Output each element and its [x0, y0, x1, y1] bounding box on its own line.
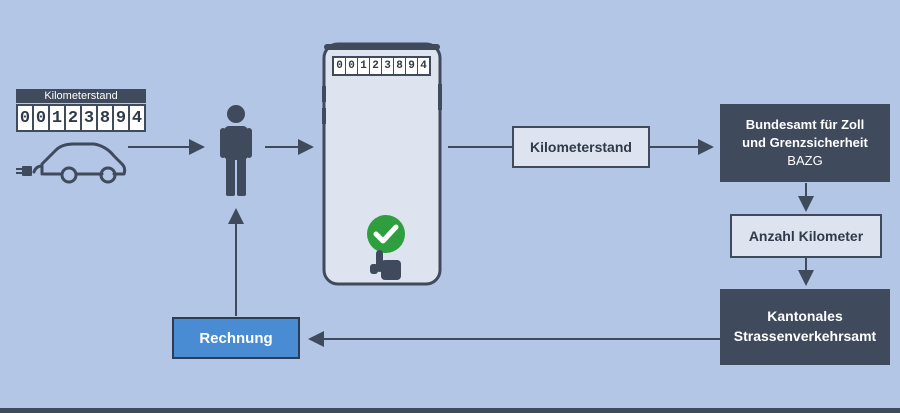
- phone-odometer-digits: 0 0 1 2 3 8 9 4: [332, 56, 431, 76]
- electric-car-icon: [16, 142, 127, 184]
- phone-odometer-digit: 4: [418, 58, 429, 74]
- bazg-abbreviation: BAZG: [787, 153, 823, 169]
- odometer-digit: 4: [130, 106, 144, 130]
- bottom-border: [0, 408, 900, 413]
- odometer-digit: 2: [66, 106, 80, 130]
- strassenverkehrsamt-box: Kantonales Strassenverkehrsamt: [720, 289, 890, 365]
- tap-hand-icon: [370, 250, 401, 280]
- bazg-name-line2: und Grenzsicherheit: [742, 134, 868, 150]
- kanton-line2: Strassenverkehrsamt: [733, 328, 877, 344]
- odometer-label: Kilometerstand: [16, 89, 146, 103]
- smartphone-icon: [322, 42, 442, 286]
- odometer-digit: 0: [18, 106, 32, 130]
- odometer-digits: 0 0 1 2 3 8 9 4: [16, 104, 146, 132]
- odometer-digit: 9: [114, 106, 128, 130]
- phone-odometer-digit: 8: [394, 58, 405, 74]
- kilometerstand-box: Kilometerstand: [512, 126, 650, 168]
- phone-odometer-digit: 3: [382, 58, 393, 74]
- phone-odometer-digit: 0: [346, 58, 357, 74]
- phone-odometer-digit: 2: [370, 58, 381, 74]
- anzahl-kilometer-box: Anzahl Kilometer: [730, 214, 882, 258]
- phone-odometer-digit: 1: [358, 58, 369, 74]
- odometer-digit: 1: [50, 106, 64, 130]
- phone-odometer-digit: 9: [406, 58, 417, 74]
- bazg-name-line1: Bundesamt für Zoll: [745, 116, 865, 132]
- odometer-digit: 8: [98, 106, 112, 130]
- kanton-line1: Kantonales: [767, 308, 843, 325]
- odometer-digit: 0: [34, 106, 48, 130]
- odometer-digit: 3: [82, 106, 96, 130]
- checkmark-icon: [367, 215, 405, 253]
- confirm-tap-icon: [367, 215, 405, 280]
- bazg-box: Bundesamt für Zoll und Grenzsicherheit B…: [720, 104, 890, 182]
- person-icon: [220, 105, 252, 196]
- rechnung-box: Rechnung: [172, 317, 300, 359]
- phone-odometer-digit: 0: [334, 58, 345, 74]
